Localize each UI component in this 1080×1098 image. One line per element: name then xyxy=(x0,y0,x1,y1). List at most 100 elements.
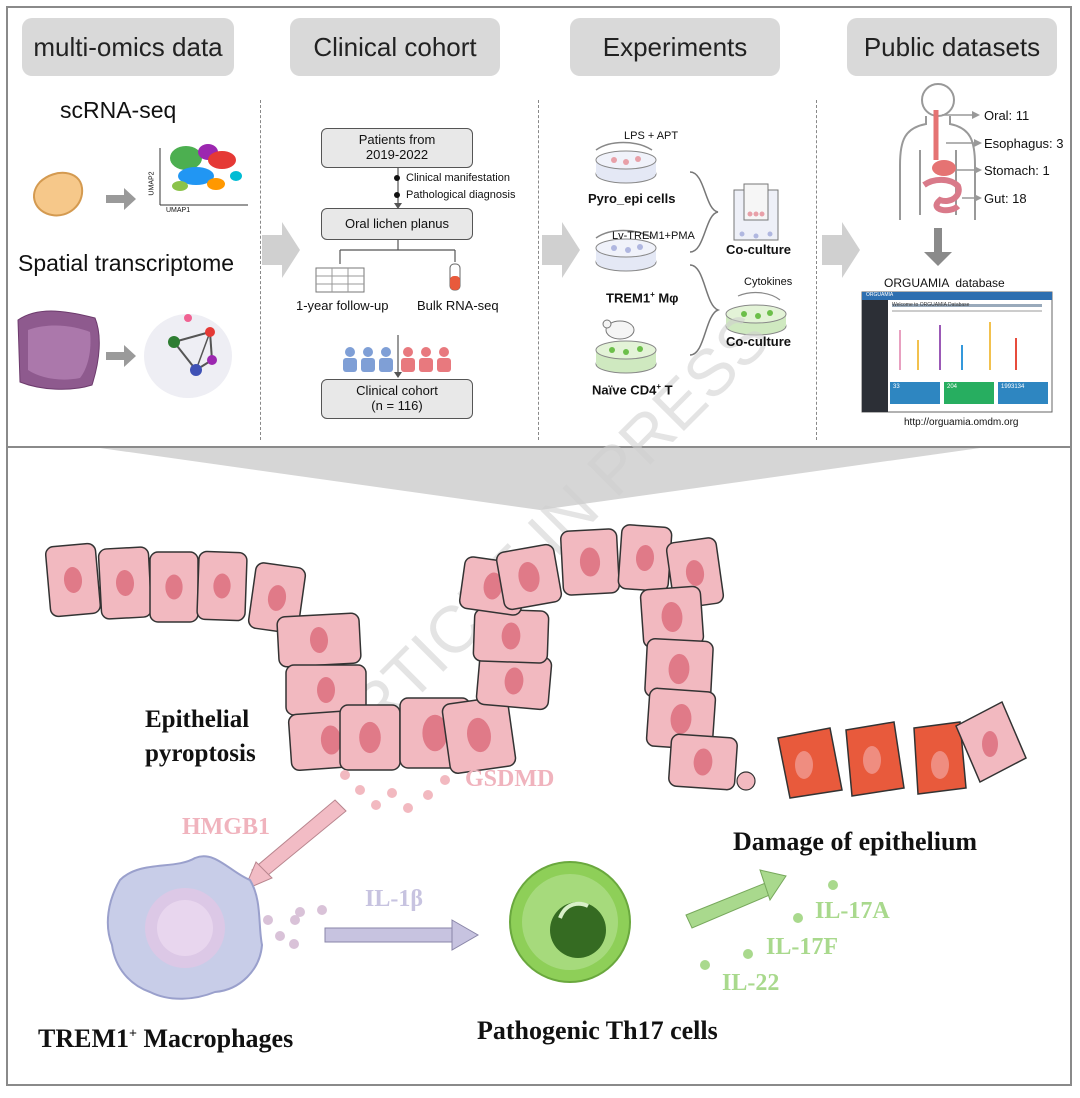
test-tube-icon xyxy=(449,263,461,291)
th17-cell xyxy=(509,861,631,983)
naive-text: Naïve CD4 xyxy=(592,382,657,398)
macro-tail: Macrophages xyxy=(136,1024,294,1053)
umap-x-label: UMAP1 xyxy=(166,207,191,214)
nucleus xyxy=(267,585,287,611)
epithelial-cell xyxy=(668,733,738,791)
nucleus xyxy=(483,572,503,600)
mouse-icon xyxy=(602,319,635,340)
spreadsheet-icon xyxy=(315,267,365,293)
header-clinical-cohort: Clinical cohort xyxy=(290,18,500,76)
naive-label: Naïve CD4+ T xyxy=(592,382,673,397)
coculture-label-1: Co-culture xyxy=(726,242,791,257)
epithelial-cell xyxy=(472,608,550,664)
nucleus xyxy=(115,570,135,596)
nucleus xyxy=(213,573,231,599)
divider xyxy=(538,100,539,440)
th17-label: Pathogenic Th17 cells xyxy=(477,1016,718,1045)
nucleus xyxy=(359,721,381,754)
epithelial-cell xyxy=(247,562,307,634)
nucleus xyxy=(501,622,521,650)
damaged-cells xyxy=(736,700,1027,799)
epithelial-cell xyxy=(441,696,517,774)
nucleus xyxy=(685,560,705,586)
gsdmd-particles xyxy=(340,770,450,813)
nucleus xyxy=(668,653,690,685)
gsdmd-label: GSDMD xyxy=(465,766,555,792)
hmgb1-label: HMGB1 xyxy=(182,814,270,840)
header-label: Experiments xyxy=(602,31,748,62)
nucleus xyxy=(518,562,540,592)
il17f-label: IL-17F xyxy=(766,934,838,960)
stomach-count: Stomach: 1 xyxy=(984,163,1050,178)
header-label: Public datasets xyxy=(863,31,1041,62)
trem-tail: Mφ xyxy=(654,290,679,306)
clinical-cohort-box: Clinical cohort (n = 116) xyxy=(321,379,473,419)
pyroptosis-label-2: pyroptosis xyxy=(145,740,256,767)
nucleus xyxy=(309,627,329,653)
lps-label: LPS + APT xyxy=(624,130,679,142)
epithelial-cell xyxy=(196,550,248,622)
divider xyxy=(260,100,261,440)
header-label: multi-omics data xyxy=(33,31,223,62)
macro-text: TREM1 xyxy=(38,1024,129,1053)
oral-count: Oral: 11 xyxy=(984,108,1030,123)
epithelial-cell xyxy=(149,551,199,623)
people-icon xyxy=(343,347,451,372)
flow-arrow xyxy=(262,222,300,278)
umap-y-label: UMAP2 xyxy=(148,171,156,196)
small-arrow xyxy=(106,188,136,210)
small-arrow xyxy=(106,345,136,367)
down-arrow xyxy=(934,228,942,254)
nucleus xyxy=(661,601,683,633)
epithelial-cell xyxy=(339,704,401,771)
pyroptosis-label-1: Epithelial xyxy=(145,706,250,733)
nucleus xyxy=(63,567,83,593)
epithelial-cell xyxy=(639,585,705,649)
funnel-arrow xyxy=(100,448,980,510)
naive-sup: + xyxy=(656,382,661,391)
header-multi-omics: multi-omics data xyxy=(22,18,234,76)
il1b-arrow xyxy=(324,919,480,951)
nucleus xyxy=(466,717,492,753)
pyro-label: Pyro_epi cells xyxy=(588,191,676,206)
flow-arrow xyxy=(822,222,860,278)
spatial-label: Spatial transcriptome xyxy=(18,250,235,276)
database-url: http://orguamia.omdm.org xyxy=(904,417,1019,428)
petri-dish-icon xyxy=(595,340,657,374)
spatial-graph xyxy=(144,314,232,398)
nucleus xyxy=(422,714,448,752)
epithelial-cell xyxy=(44,542,102,618)
transwell-icon xyxy=(733,183,779,241)
header-label: Clinical cohort xyxy=(313,31,477,62)
bullet-pathological: Pathological diagnosis xyxy=(406,189,516,201)
database-screenshot xyxy=(861,291,1053,413)
macro-sup: + xyxy=(129,1026,137,1042)
screen-title: ORGUAMIA xyxy=(866,292,894,298)
header-experiments: Experiments xyxy=(570,18,780,76)
screen-welcome: Welcome to ORGUAMIA Database xyxy=(892,302,970,308)
digestive-tract-icon xyxy=(922,110,962,214)
trem-sup: + xyxy=(650,290,655,299)
lv-label: Lv-TREM1+PMA xyxy=(612,230,695,242)
brace xyxy=(689,171,719,253)
trem-text: TREM1 xyxy=(606,290,651,306)
bullet-clinical: Clinical manifestation xyxy=(406,172,510,184)
header-public-datasets: Public datasets xyxy=(847,18,1057,76)
screen-stat-2: 204 xyxy=(947,384,958,390)
epithelial-cell xyxy=(97,546,153,620)
petri-dish-icon xyxy=(595,229,657,272)
epithelial-cell xyxy=(495,543,563,611)
macrophage-cell xyxy=(106,855,264,1000)
nucleus xyxy=(693,748,713,776)
nucleus xyxy=(317,677,335,703)
epithelial-cell xyxy=(276,612,362,668)
body-outline-icon xyxy=(899,83,976,220)
petri-dish-icon xyxy=(725,291,787,336)
epithelium xyxy=(44,524,738,791)
scrna-label: scRNA-seq xyxy=(60,97,177,123)
il1b-label: IL-1β xyxy=(365,886,423,912)
epithelial-cell xyxy=(285,664,367,716)
followup-label: 1-year follow-up xyxy=(296,298,389,313)
umap-clusters xyxy=(170,144,242,191)
macrophage-label: TREM1+ Macrophages xyxy=(38,1024,293,1054)
